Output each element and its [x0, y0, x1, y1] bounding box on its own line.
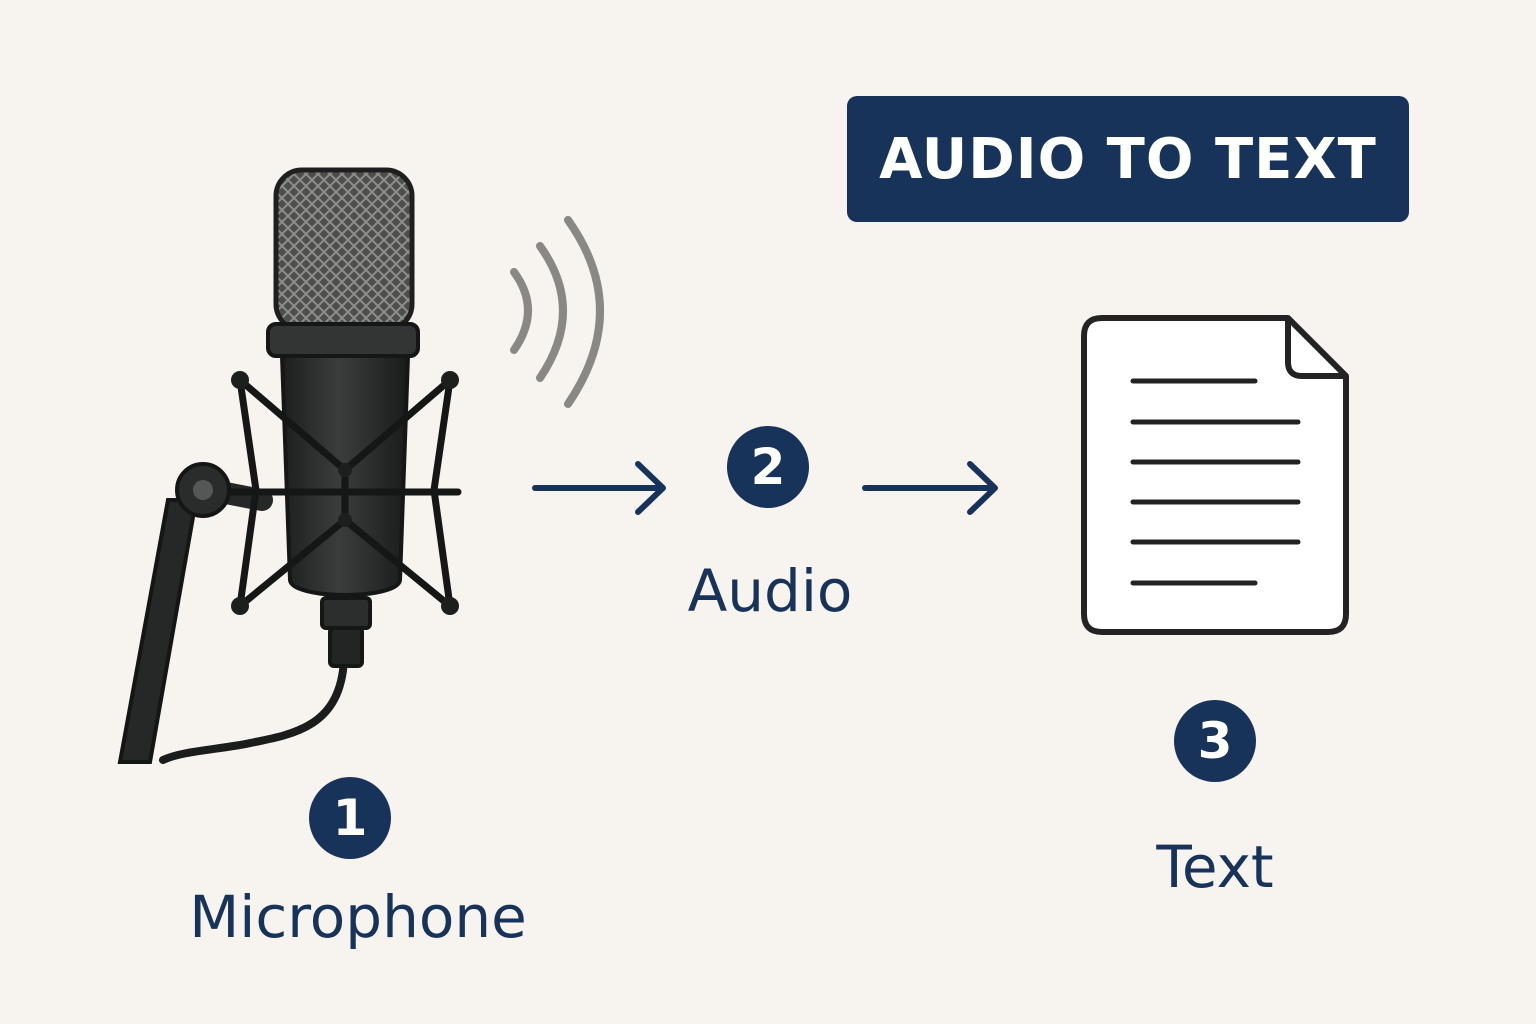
- step-3-label: Text: [1156, 833, 1274, 901]
- step-2-label: Audio: [687, 557, 853, 625]
- arrow-right-icon: [862, 461, 998, 515]
- step-1-label: Microphone: [189, 883, 527, 951]
- document-icon: [1081, 315, 1349, 635]
- step-1-badge: 1: [309, 777, 391, 859]
- microphone-icon: [117, 167, 462, 764]
- step-3-badge: 3: [1174, 700, 1256, 782]
- sound-waves-icon: [510, 216, 604, 408]
- arrow-right-icon: [532, 461, 666, 515]
- step-2-badge: 2: [727, 426, 809, 508]
- title-banner: AUDIO TO TEXT: [847, 96, 1409, 222]
